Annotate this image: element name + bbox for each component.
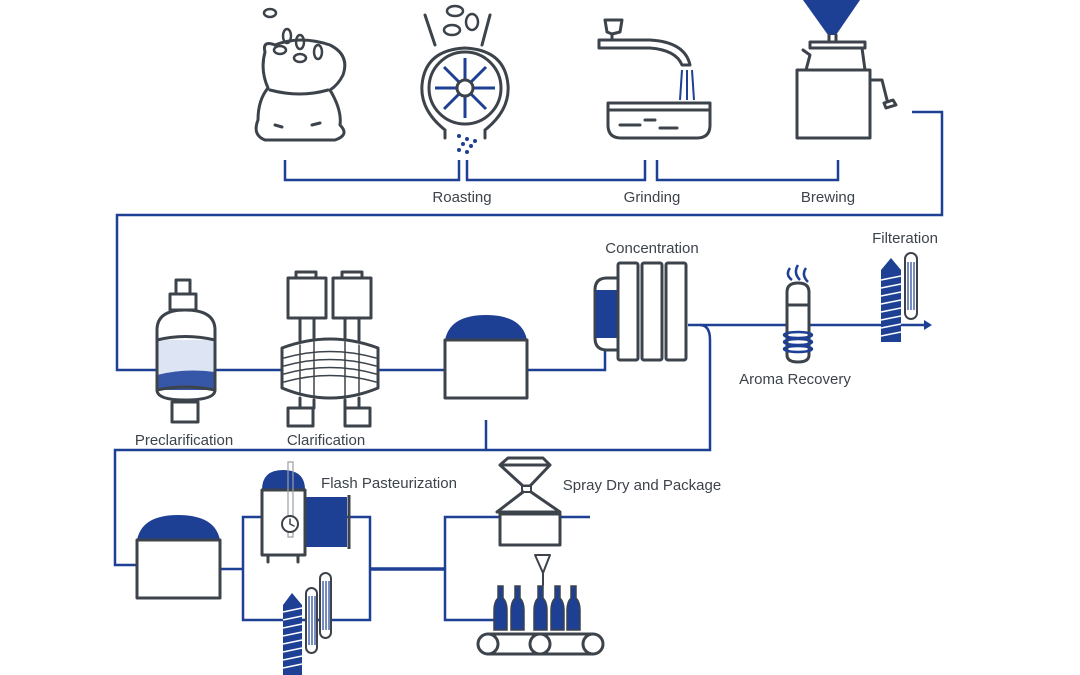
storage-tank-icon <box>443 315 529 400</box>
label-concentration: Concentration <box>605 240 699 257</box>
bottling-line-icon <box>476 585 605 656</box>
label-roasting: Roasting <box>432 189 492 206</box>
heat-exchanger-icon <box>282 572 332 675</box>
label-clarification: Clarification <box>286 432 366 449</box>
label-preclarification: Preclarification <box>134 432 234 449</box>
filter-column-icon <box>880 252 918 342</box>
label-brewing: Brewing <box>800 189 856 206</box>
label-filteration: Filteration <box>872 230 938 247</box>
clarifier-icon <box>280 270 380 428</box>
label-flash-pasteurization: Flash Pasteurization <box>321 475 457 492</box>
spray-dryer-icon <box>495 456 562 586</box>
holding-tank-icon <box>135 515 222 600</box>
brewer-icon <box>795 0 898 140</box>
grinder-icon <box>597 18 712 140</box>
coffee-bag-icon <box>254 7 347 142</box>
aroma-recovery-icon <box>782 264 814 364</box>
roaster-icon <box>420 4 510 154</box>
preclarification-tank-icon <box>155 278 217 424</box>
concentrator-icon <box>593 261 688 362</box>
pasteurizer-icon <box>260 461 351 564</box>
label-aroma-recovery: Aroma Recovery <box>739 371 851 388</box>
label-grinding: Grinding <box>623 189 681 206</box>
label-spray-dry-package: Spray Dry and Package <box>562 477 722 494</box>
